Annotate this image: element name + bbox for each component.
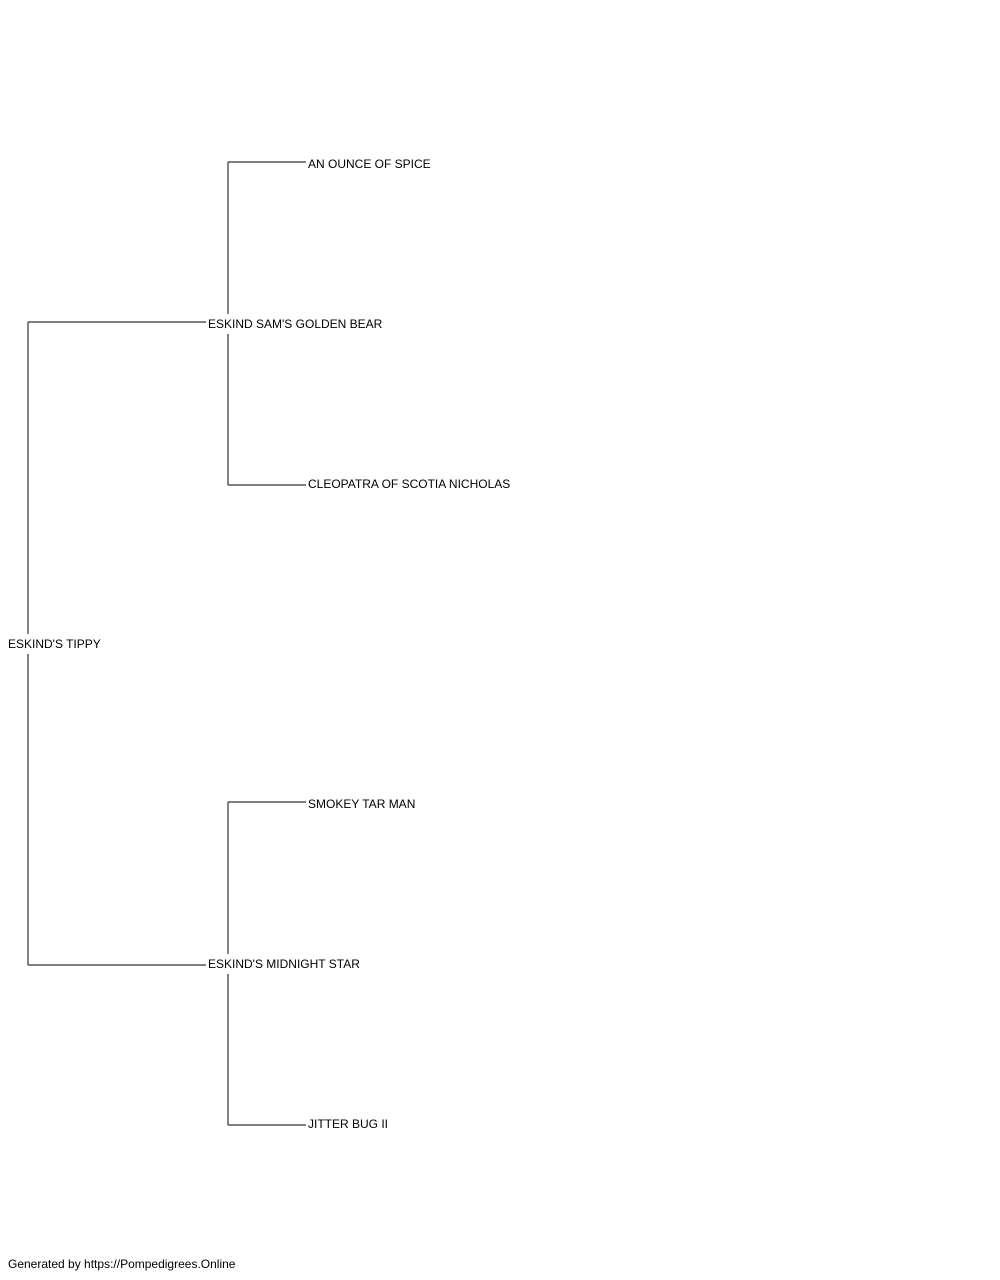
maternal-granddam-name: JITTER BUG II (308, 1117, 389, 1131)
sire-name: ESKIND SAM'S GOLDEN BEAR (208, 317, 383, 331)
maternal-grandsire-name: SMOKEY TAR MAN (308, 797, 416, 811)
paternal-granddam-name: CLEOPATRA OF SCOTIA NICHOLAS (308, 477, 511, 491)
subject-name: ESKIND'S TIPPY (8, 637, 101, 651)
paternal-grandsire-name: AN OUNCE OF SPICE (308, 157, 431, 171)
dam-name: ESKIND'S MIDNIGHT STAR (208, 957, 360, 971)
generated-by-footer: Generated by https://Pompedigrees.Online (8, 1257, 236, 1271)
